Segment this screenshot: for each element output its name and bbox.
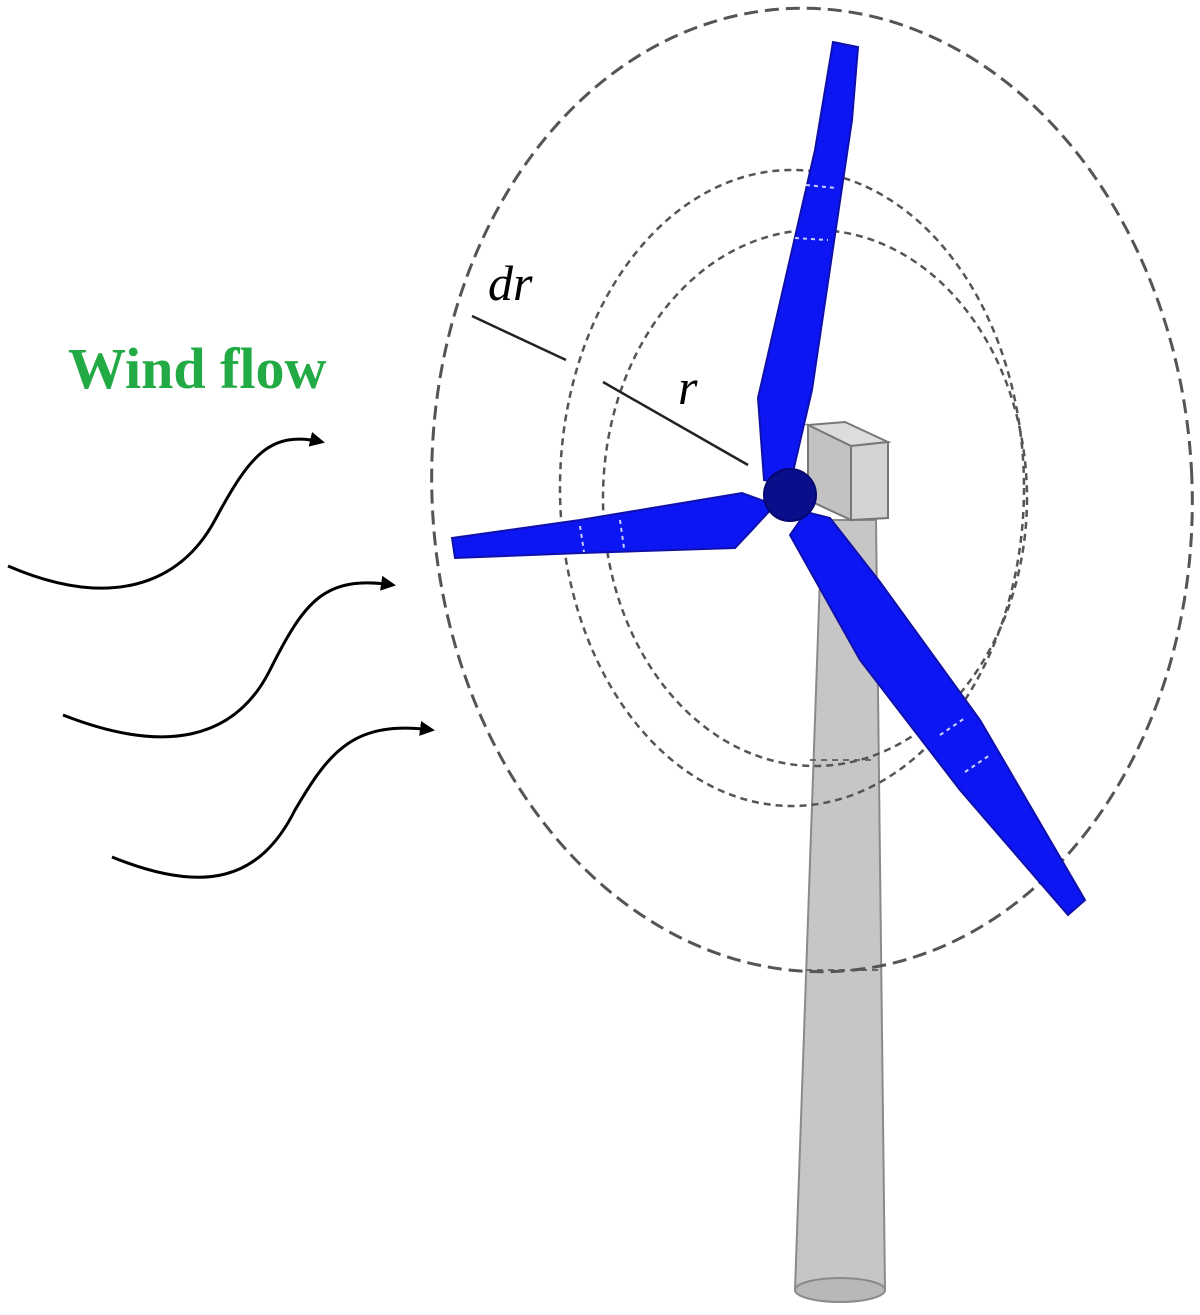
hub (763, 468, 817, 522)
wind-flow-title: Wind flow (68, 336, 327, 401)
rotor-blades (450, 40, 1087, 917)
wind-flow-arrows (7, 431, 435, 879)
curved-arrow-icon (62, 575, 396, 739)
curved-arrow-icon (7, 431, 325, 590)
tower (793, 519, 887, 1303)
dr-label: dr (488, 255, 533, 311)
blade-section-lines (579, 184, 991, 773)
r-label: r (678, 359, 698, 415)
nacelle-side (850, 440, 889, 522)
dimension-lines (471, 314, 749, 467)
blade-upper (756, 40, 860, 487)
tower-base (794, 1277, 886, 1303)
outer-sweep-ring (430, 6, 1194, 974)
blade-lower (788, 510, 1087, 917)
blade-left (450, 491, 777, 560)
dr-dimension-line (471, 314, 567, 362)
curved-arrow-icon (111, 721, 435, 879)
rotor-sweep-rings (430, 6, 1194, 974)
r-dimension-line (602, 380, 749, 467)
nacelle (804, 420, 892, 522)
annulus-outer-ring (558, 168, 1026, 808)
